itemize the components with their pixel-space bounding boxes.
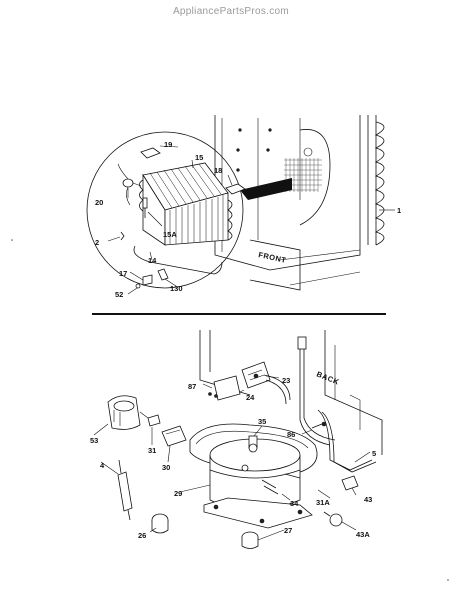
clip-43a bbox=[323, 511, 343, 527]
label-part-34: 34 bbox=[290, 499, 299, 508]
label-part-20: 20 bbox=[95, 198, 103, 207]
label-part-30: 30 bbox=[162, 463, 170, 472]
condenser bbox=[139, 162, 233, 246]
overload-53 bbox=[107, 395, 141, 430]
label-part-87: 87 bbox=[188, 382, 196, 391]
condenser-coil-side bbox=[367, 115, 395, 246]
cabinet-lower-back bbox=[199, 330, 383, 455]
fitting-20 bbox=[117, 163, 142, 206]
label-part-43a: 43A bbox=[356, 530, 370, 539]
relay-23 bbox=[241, 361, 291, 405]
relay-30 bbox=[161, 425, 187, 447]
label-part-14: 14 bbox=[148, 256, 157, 265]
label-part-130: 130 bbox=[170, 284, 183, 293]
leader-lines-detail bbox=[107, 145, 233, 295]
label-part-23: 23 bbox=[282, 376, 290, 385]
cabinet-back-view bbox=[214, 115, 361, 291]
connector-31 bbox=[147, 414, 161, 427]
label-part-26: 26 bbox=[138, 531, 146, 540]
condenser-detail-circle bbox=[86, 131, 246, 295]
label-part-5: 5 bbox=[372, 449, 376, 458]
label-part-2: 2 bbox=[95, 238, 99, 247]
watermark-text: AppliancePartsPros.com bbox=[173, 6, 289, 17]
pad-18 bbox=[225, 183, 246, 195]
pad-19 bbox=[140, 147, 161, 159]
label-part-35: 35 bbox=[258, 417, 266, 426]
bracket-17 bbox=[142, 274, 153, 286]
drier-4 bbox=[117, 459, 133, 521]
label-part-4: 4 bbox=[100, 461, 105, 470]
label-part-31a: 31A bbox=[316, 498, 330, 507]
label-part-15: 15 bbox=[195, 153, 203, 162]
label-part-1: 1 bbox=[397, 206, 401, 215]
label-part-19: 19 bbox=[164, 140, 172, 149]
clamp-43 bbox=[341, 475, 359, 491]
label-part-31: 31 bbox=[148, 446, 156, 455]
grommet-26 bbox=[151, 513, 169, 534]
label-front: FRONT bbox=[258, 250, 288, 265]
label-part-24: 24 bbox=[246, 393, 255, 402]
power-cord bbox=[297, 336, 377, 473]
label-part-29: 29 bbox=[174, 489, 182, 498]
label-part-43: 43 bbox=[364, 495, 372, 504]
label-part-53: 53 bbox=[90, 436, 98, 445]
compressor bbox=[189, 423, 318, 529]
label-part-15a: 15A bbox=[163, 230, 177, 239]
label-part-86: 86 bbox=[287, 430, 295, 439]
screw-86 bbox=[311, 421, 327, 429]
clip-130 bbox=[157, 268, 169, 281]
label-part-52: 52 bbox=[115, 290, 123, 299]
label-back: BACK bbox=[315, 370, 340, 387]
label-part-27: 27 bbox=[284, 526, 292, 535]
label-part-17: 17 bbox=[119, 269, 127, 278]
bracket-24 bbox=[213, 375, 241, 401]
vent-grille bbox=[284, 158, 322, 192]
label-part-18: 18 bbox=[214, 166, 222, 175]
grommet-27 bbox=[241, 531, 259, 549]
leader-lines-compressor bbox=[93, 375, 371, 541]
